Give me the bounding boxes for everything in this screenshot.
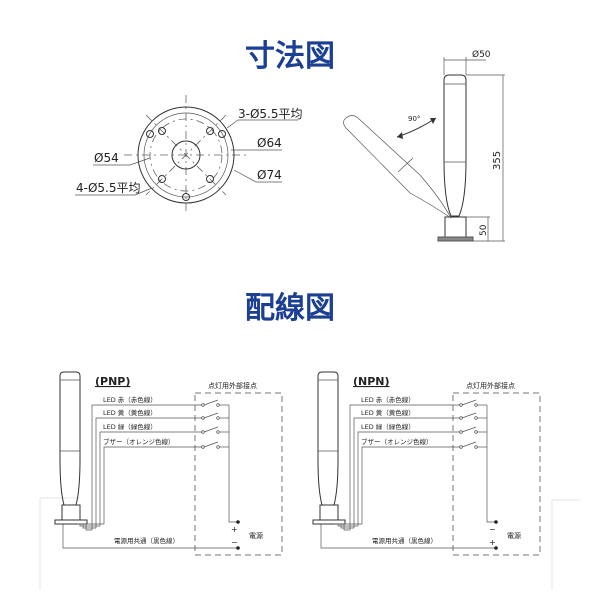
tower-flange: [312, 519, 346, 525]
tower-base: [61, 504, 81, 521]
switch-contact: [201, 430, 205, 434]
wire-line: [340, 524, 354, 529]
output-type-label: (PNP): [95, 375, 130, 388]
wire-line: [95, 417, 203, 528]
wiring-title: 配線図: [245, 291, 335, 326]
upper-terminal-sign: +: [231, 525, 238, 534]
switch-contact: [201, 445, 205, 449]
tower-light-body: [59, 371, 81, 506]
switch-lever: [461, 426, 477, 433]
wire-label: LED 緑（緑色線）: [361, 422, 415, 431]
base-top-view: 3-Ø5.5平均 Ø64 Ø54 Ø74 4-Ø5.5平均: [75, 95, 303, 215]
switch-lever: [203, 412, 219, 419]
switch-contact: [459, 416, 463, 420]
holes-4-label: 4-Ø5.5平均: [76, 181, 141, 195]
d64-label: Ø64: [257, 136, 282, 150]
power-terminal: [494, 520, 498, 524]
dimensions-title: 寸法図: [245, 39, 335, 74]
switch-contact: [474, 445, 478, 449]
switch-contact: [474, 403, 478, 407]
common-wire-line: [62, 524, 238, 549]
wire-line: [82, 524, 96, 529]
switch-contact: [216, 416, 220, 420]
contact-box-label: 点灯用外部接点: [466, 381, 515, 390]
common-wire-line: [320, 524, 496, 549]
switch-contact: [216, 445, 220, 449]
external-contact-box: [194, 392, 283, 556]
output-type-label: (NPN): [353, 375, 390, 388]
tower-base: [319, 504, 339, 521]
switch-contact: [216, 403, 220, 407]
side-view: 90° Ø50 355 50: [343, 49, 505, 242]
common-wire-label: 電源用共通（黒色線）: [114, 536, 179, 545]
upper-terminal-sign: −: [489, 525, 496, 534]
switch-lever: [203, 399, 219, 406]
d74-label: Ø74: [257, 168, 282, 182]
wire-line: [91, 404, 203, 530]
power-terminal: [236, 520, 240, 524]
wiring-diagrams: (PNP) 点灯用外部接点 LED 赤（赤色線） LED 黄（黄色線） LED 緑（緑色…: [54, 371, 541, 556]
switch-contact: [201, 416, 205, 420]
power-label: 電源: [507, 531, 521, 540]
wire-label: ブザー（オレンジ色線）: [361, 437, 433, 446]
height-label: 355: [492, 151, 503, 170]
wire-line: [103, 446, 203, 524]
tower-light-body: [317, 371, 339, 506]
tower-flange: [54, 519, 88, 525]
switch-contact: [459, 445, 463, 449]
external-contact-box: [452, 392, 541, 556]
switch-lever: [203, 441, 219, 448]
wire-label: LED 赤（赤色線）: [361, 395, 415, 404]
wire-line: [337, 524, 358, 527]
switch-common-line: [228, 405, 238, 523]
switch-contact: [474, 430, 478, 434]
d54-label: Ø54: [94, 151, 119, 165]
wire-label: LED 赤（赤色線）: [103, 395, 157, 404]
wiring-diagram-pnp: (PNP) 点灯用外部接点 LED 赤（赤色線） LED 黄（黄色線） LED 緑（緑色…: [54, 371, 283, 556]
wire-line: [349, 404, 461, 530]
wire-label: ブザー（オレンジ色線）: [103, 437, 175, 446]
lower-terminal-sign: −: [231, 538, 238, 547]
wire-label: LED 緑（緑色線）: [103, 422, 157, 431]
power-label: 電源: [249, 531, 263, 540]
wiring-diagram-npn: (NPN) 点灯用外部接点 LED 赤（赤色線） LED 黄（黄色線） LED 緑（緑色…: [312, 371, 541, 556]
contact-box-label: 点灯用外部接点: [208, 381, 257, 390]
wire-line: [85, 524, 92, 531]
switch-lever: [203, 426, 219, 433]
switch-contact: [459, 430, 463, 434]
holes-3-label: 3-Ø5.5平均: [238, 107, 303, 121]
base-height-label: 50: [479, 224, 489, 236]
switch-lever: [461, 399, 477, 406]
switch-contact: [216, 430, 220, 434]
lower-terminal-sign: +: [489, 538, 496, 547]
switch-common-line: [486, 405, 496, 523]
wire-label: LED 黄（黄色線）: [103, 408, 157, 417]
power-terminal: [236, 546, 240, 550]
common-wire-label: 電源用共通（黒色線）: [372, 536, 437, 545]
switch-contact: [459, 403, 463, 407]
wire-line: [357, 431, 461, 526]
switch-contact: [201, 403, 205, 407]
angle-label: 90°: [408, 115, 420, 123]
switch-contact: [474, 416, 478, 420]
wire-label: LED 黄（黄色線）: [361, 408, 415, 417]
wire-line: [343, 524, 350, 531]
wire-line: [99, 431, 203, 526]
switch-lever: [461, 441, 477, 448]
diameter-label: Ø50: [472, 49, 491, 60]
switch-lever: [461, 412, 477, 419]
wire-line: [353, 417, 461, 528]
wire-line: [361, 446, 461, 524]
power-terminal: [494, 546, 498, 550]
wire-line: [79, 524, 100, 527]
